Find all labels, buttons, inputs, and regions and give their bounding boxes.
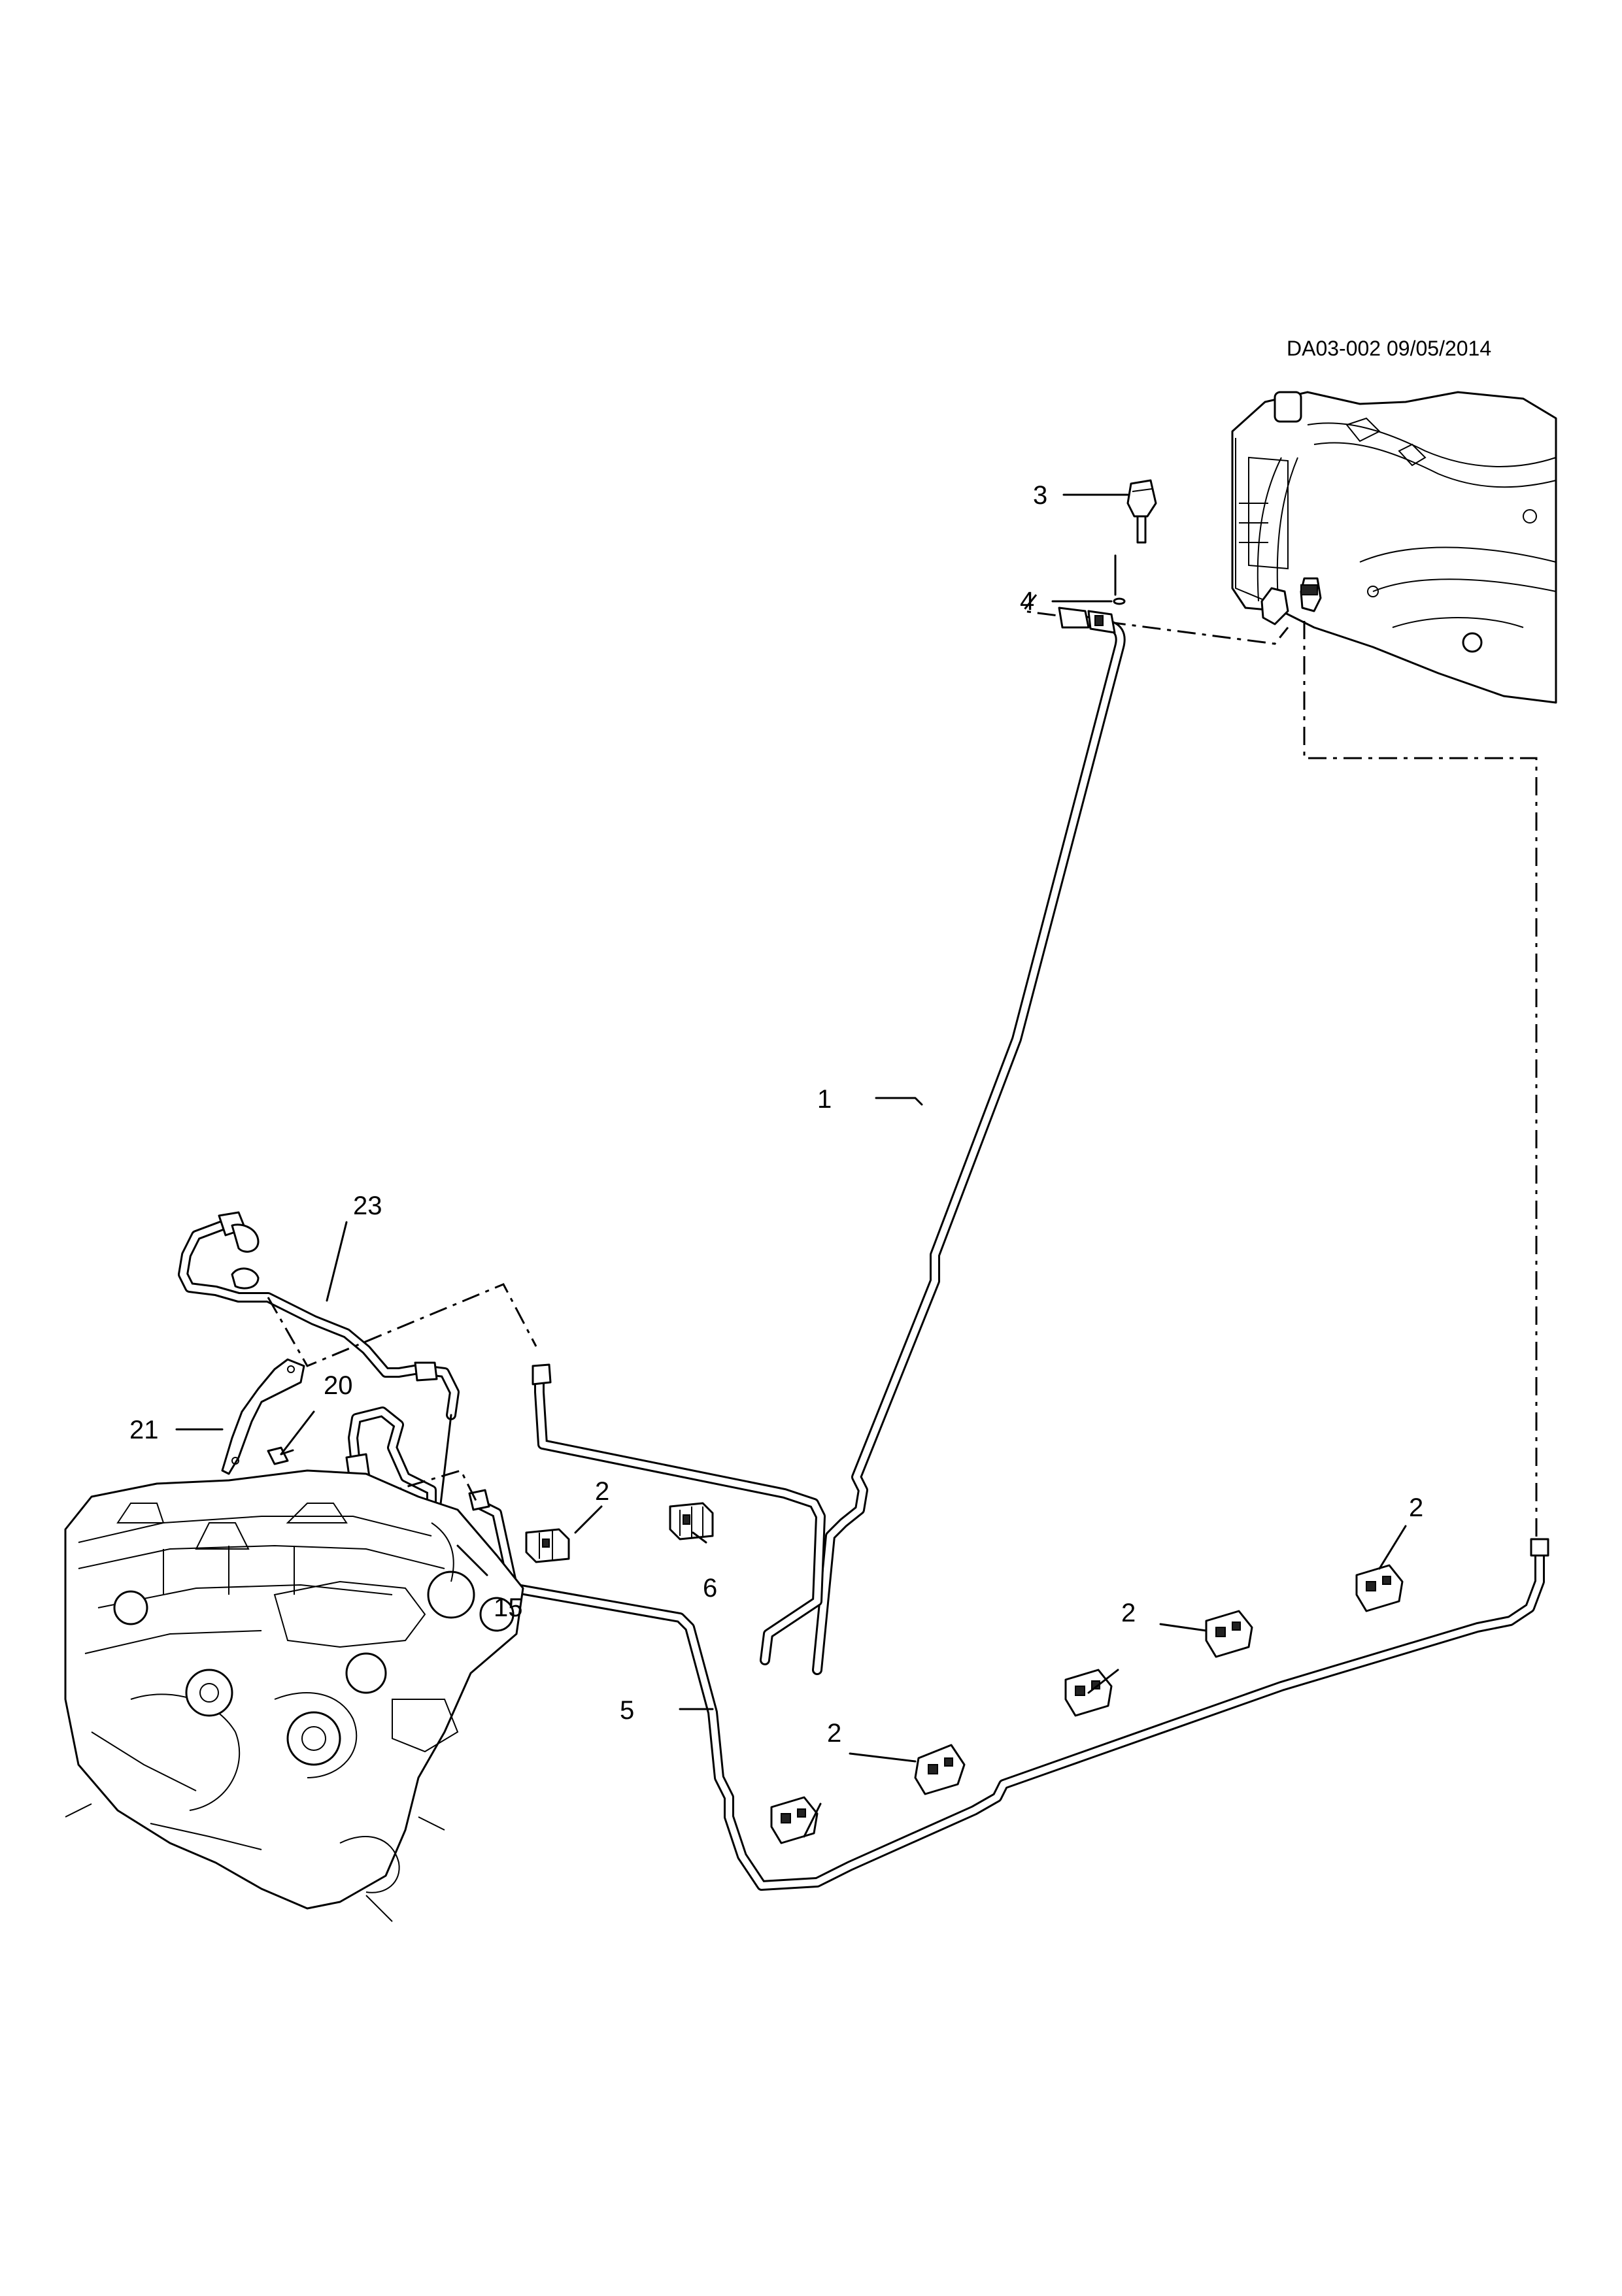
- callout-5: 5: [620, 1696, 635, 1725]
- engine-assembly: [64, 1469, 524, 1922]
- part-4-seal: [1113, 597, 1126, 605]
- callout-21: 21: [129, 1416, 159, 1444]
- callout-6: 6: [703, 1574, 718, 1603]
- callout-2d: 2: [1409, 1493, 1424, 1522]
- part-2-clip-b: [914, 1744, 966, 1795]
- callout-leaders: [175, 493, 1407, 1838]
- part-2-clip-a: [525, 1528, 570, 1563]
- callout-2b: 2: [827, 1719, 842, 1748]
- callout-23: 23: [353, 1191, 382, 1220]
- callout-2c: 2: [1121, 1599, 1136, 1627]
- fuel-tank-assembly: [1231, 391, 1557, 704]
- callout-4: 4: [1020, 587, 1035, 616]
- callout-2a: 2: [595, 1477, 610, 1506]
- part-2-clip-f: [1355, 1564, 1404, 1612]
- part-6-clip: [669, 1502, 714, 1540]
- callout-15: 15: [494, 1593, 523, 1622]
- part-5-pipe: [468, 1489, 1549, 1891]
- leader-23-box: [267, 1283, 537, 1367]
- part-return-pipe: [532, 1363, 826, 1665]
- callout-3: 3: [1033, 481, 1048, 510]
- diagram-code: DA03-002 09/05/2014: [1287, 337, 1492, 360]
- callout-1: 1: [817, 1085, 832, 1114]
- part-2-clip-e: [1205, 1610, 1253, 1658]
- leader-tank-to-pipe5: [1303, 621, 1538, 1542]
- part-1-pipe: [812, 607, 1126, 1675]
- part-3-connector: [1126, 479, 1157, 544]
- part-20-bolt: [267, 1446, 294, 1465]
- leader-pipe1-to-tank: [1021, 594, 1289, 645]
- part-21-bracket: [221, 1358, 305, 1475]
- callout-20: 20: [324, 1371, 353, 1400]
- part-23-pipe: [178, 1211, 460, 1420]
- part-2-clip-c: [770, 1796, 819, 1844]
